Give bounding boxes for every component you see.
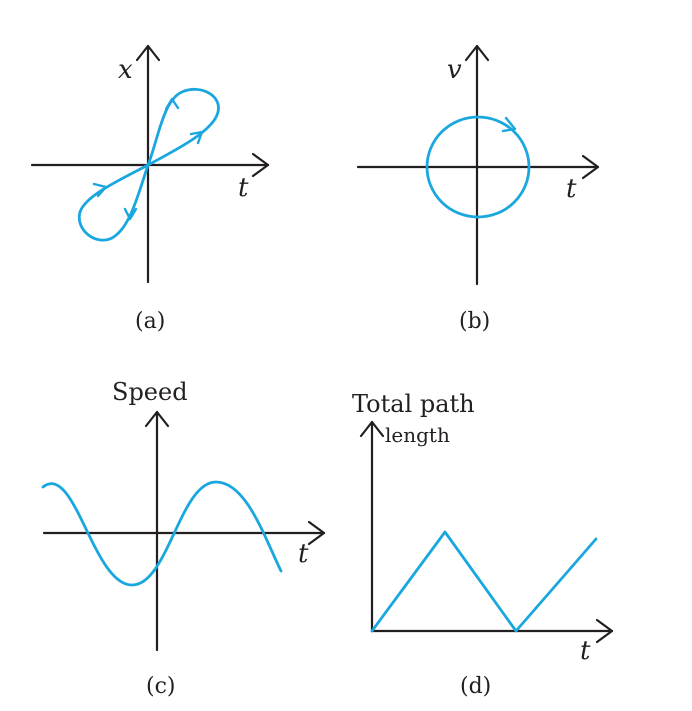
panel-d-x-axis-arrow [595,618,614,644]
panel-a-direction-arrow-1 [164,97,180,111]
panel-c-x-axis-arrow [307,520,326,546]
panel-a-caption: (a) [135,309,165,334]
panel-c-y-label: Speed [112,378,188,406]
panel-b-y-label: v [447,55,462,85]
panel-b-x-axis-arrow [581,154,600,180]
panel-a-x-label: t [238,173,249,203]
panel-c-caption: (c) [146,674,176,699]
panel-a-y-label: x [118,55,133,85]
panel-a-lower-loop [77,163,150,242]
panel-b-circle [425,115,531,219]
panel-a: x t (a) [30,44,270,334]
panel-b-x-label: t [566,174,577,204]
panel-d-caption: (d) [460,674,491,699]
panel-d-zigzag [370,530,598,633]
panel-b: v t (b) [356,44,600,334]
panel-d-y-label-line2: length [385,423,450,447]
panel-d-y-label-line1: Total path [352,390,475,418]
panel-d: Total path length t (d) [352,390,614,699]
panel-c-wave [41,480,283,587]
panel-b-direction-arrow [501,116,517,133]
panel-c-x-label: t [298,539,309,569]
panel-c-y-axis-arrow [144,410,170,428]
panel-a-upper-loop [146,87,220,167]
panel-a-x-axis-arrow [251,152,270,178]
panel-b-caption: (b) [459,309,490,334]
panel-c: Speed t (c) [41,378,326,699]
panel-a-direction-arrow-2 [189,130,204,145]
panel-d-y-axis-arrow [359,420,385,438]
panel-b-y-axis-arrow [464,44,490,62]
panel-a-direction-arrow-3 [92,182,108,198]
panel-d-x-label: t [580,636,591,666]
panel-a-y-axis-arrow [135,44,161,62]
panel-a-direction-arrow-4 [123,207,138,221]
